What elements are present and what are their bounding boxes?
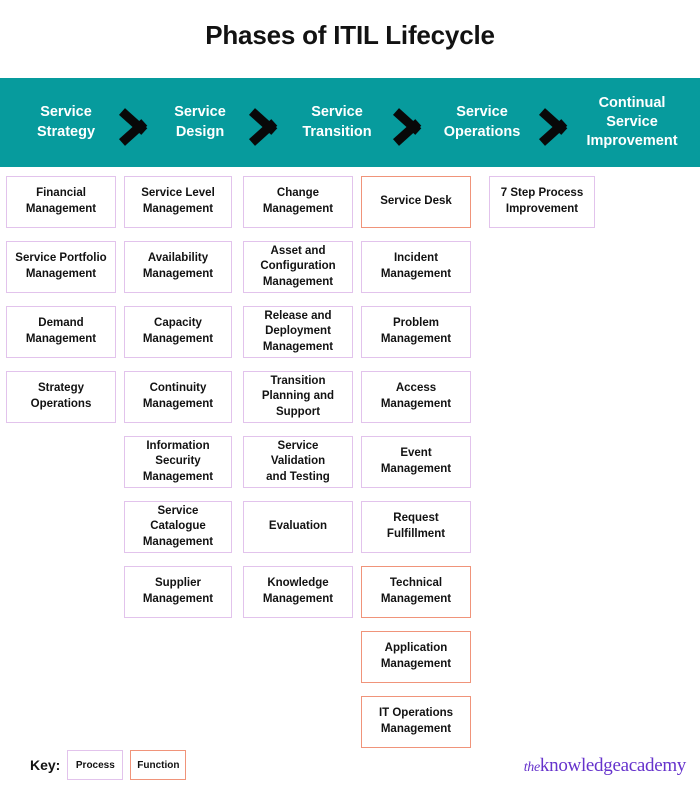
- legend-process-box: Process: [67, 750, 124, 780]
- process-box: Incident Management: [361, 241, 471, 293]
- chevron-right-icon: [538, 94, 572, 152]
- process-box: Evaluation: [243, 501, 353, 553]
- function-box: Technical Management: [361, 566, 471, 618]
- process-box: Information Security Management: [124, 436, 232, 488]
- legend-function-box: Function: [130, 750, 187, 780]
- process-box: Service Level Management: [124, 176, 232, 228]
- process-box: Capacity Management: [124, 306, 232, 358]
- process-box: Knowledge Management: [243, 566, 353, 618]
- legend-key: Key: Process Function: [30, 750, 187, 780]
- process-box: Strategy Operations: [6, 371, 116, 423]
- process-box: Continuity Management: [124, 371, 232, 423]
- logo-the: the: [523, 760, 541, 775]
- process-box: Service Validation and Testing: [243, 436, 353, 488]
- process-box: Problem Management: [361, 306, 471, 358]
- process-box: Event Management: [361, 436, 471, 488]
- brand-logo: theknowledgeacademy: [523, 755, 687, 777]
- logo-name: knowledgeacademy: [539, 755, 686, 776]
- chevron-right-icon: [118, 94, 152, 152]
- column-4: 7 Step Process Improvement: [489, 176, 595, 241]
- legend-label: Key:: [30, 757, 61, 773]
- function-box: IT Operations Management: [361, 696, 471, 748]
- phase-label-0: Service Strategy: [36, 104, 96, 140]
- phase-label-3: Service Operations: [443, 104, 521, 140]
- process-box: Change Management: [243, 176, 353, 228]
- process-box: Access Management: [361, 371, 471, 423]
- chevron-right-icon: [392, 94, 426, 152]
- process-box: 7 Step Process Improvement: [489, 176, 595, 228]
- process-box: Asset and Configuration Management: [243, 241, 353, 293]
- process-box: Transition Planning and Support: [243, 371, 353, 423]
- process-box: Request Fulfillment: [361, 501, 471, 553]
- phase-label-2: Service Transition: [302, 104, 372, 140]
- process-box: Service Catalogue Management: [124, 501, 232, 553]
- phase-label-4: Continual Service Improvement: [586, 94, 678, 150]
- function-box: Service Desk: [361, 176, 471, 228]
- chevron-right-icon: [248, 94, 282, 152]
- process-box: Release and Deployment Management: [243, 306, 353, 358]
- process-box: Financial Management: [6, 176, 116, 228]
- page-title: Phases of ITIL Lifecycle: [205, 20, 495, 50]
- process-box: Service Portfolio Management: [6, 241, 116, 293]
- function-box: Application Management: [361, 631, 471, 683]
- phase-banner: Service Strategy Service Design Service Tr…: [0, 78, 700, 167]
- phase-label-1: Service Design: [174, 104, 226, 140]
- process-box: Supplier Management: [124, 566, 232, 618]
- process-box: Availability Management: [124, 241, 232, 293]
- process-box: Demand Management: [6, 306, 116, 358]
